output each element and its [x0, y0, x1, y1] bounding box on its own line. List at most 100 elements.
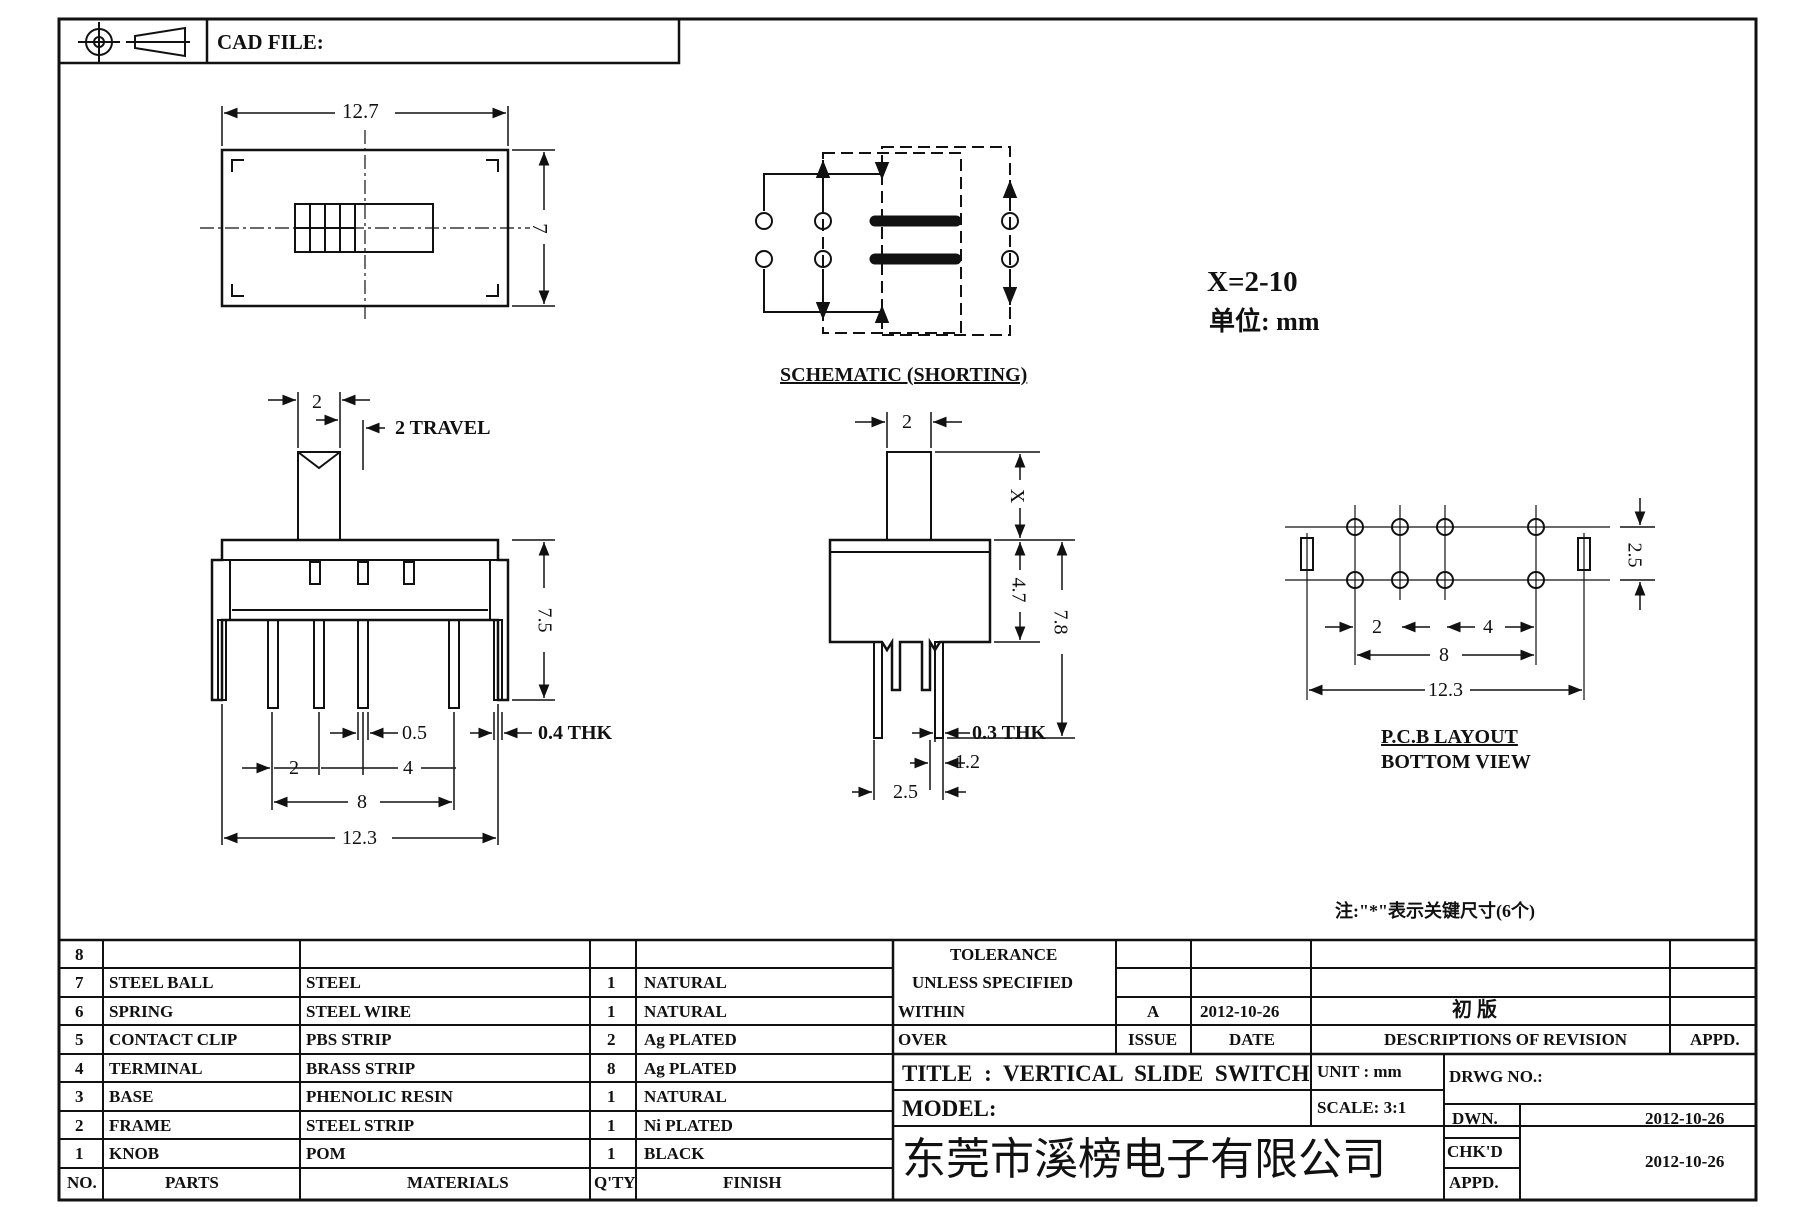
header-box: [57, 17, 681, 65]
dim-side-x: X: [1006, 488, 1029, 504]
table-grid: [59, 938, 1756, 1200]
bom-row-5-material: PBS STRIP: [306, 1030, 392, 1049]
x-range-note: X=2-10: [1207, 266, 1298, 298]
dim-span-12-3: 12.3: [342, 827, 377, 849]
bom-row-7-part: STEEL BALL: [109, 973, 214, 992]
dim-side-2-5: 2.5: [893, 781, 918, 803]
bom-row-2-material: STEEL STRIP: [306, 1116, 415, 1135]
dim-pcb-4: 4: [1483, 616, 1493, 638]
bom-row-3-part: BASE: [109, 1087, 154, 1106]
bom-header-qty: Q'TY: [594, 1173, 636, 1192]
schematic: [755, 146, 1019, 336]
bom-row-1-qty: 1: [607, 1144, 616, 1163]
key-dimension-note: 注:"*"表示关键尺寸(6个): [1335, 901, 1535, 921]
over-label: OVER: [898, 1030, 948, 1049]
bom-row-5-finish: Ag PLATED: [644, 1030, 737, 1049]
bom-row-7-material: STEEL: [306, 973, 361, 992]
bom-row-2-part: FRAME: [109, 1116, 172, 1135]
dim-front-height: 7.5: [533, 607, 556, 633]
bom-row-8-no: 8: [75, 945, 84, 964]
dim-pcb-2: 2: [1372, 616, 1382, 638]
dim-side-1-2: 1.2: [955, 751, 980, 773]
company-name: 东莞市溪榜电子有限公司: [902, 1134, 1386, 1185]
dim-pitch-4: 4: [403, 757, 413, 779]
bom-row-1-no: 1: [75, 1144, 84, 1163]
dim-pcb-8: 8: [1439, 644, 1449, 666]
schematic-title: SCHEMATIC (SHORTING): [780, 364, 1028, 386]
dim-travel-gap: 2: [312, 391, 322, 413]
dim-span-8: 8: [357, 791, 367, 813]
bom-row-1-material: POM: [306, 1144, 346, 1163]
cad-file-label: CAD FILE:: [217, 30, 324, 54]
model-field: MODEL:: [902, 1096, 997, 1121]
revision-letter: A: [1147, 1002, 1160, 1021]
dim-side-7-8: 7.8: [1049, 609, 1072, 635]
bom-row-3-no: 3: [75, 1087, 84, 1106]
bom-header-finish: FINISH: [723, 1173, 782, 1192]
issue-header: ISSUE: [1128, 1030, 1178, 1049]
top-view: [200, 106, 555, 320]
tolerance-label: TOLERANCE: [950, 945, 1058, 964]
descriptions-header: DESCRIPTIONS OF REVISION: [1384, 1030, 1628, 1049]
bom-row-1-finish: BLACK: [644, 1144, 705, 1163]
unless-specified-label: UNLESS SPECIFIED: [912, 973, 1074, 992]
bom-header-no: NO.: [67, 1173, 97, 1192]
revision-date: 2012-10-26: [1200, 1002, 1280, 1021]
revision-description: 初 版: [1452, 999, 1497, 1021]
bom-row-6-qty: 1: [607, 1002, 616, 1021]
bom-row-4-part: TERMINAL: [109, 1059, 203, 1078]
bom-row-4-material: BRASS STRIP: [306, 1059, 416, 1078]
bom-row-1-part: KNOB: [109, 1144, 160, 1163]
chkd-date: 2012-10-26: [1645, 1152, 1725, 1171]
dim-side-gap: 2: [902, 411, 912, 433]
unit-note: 单位: mm: [1209, 307, 1320, 336]
dim-pin-width: 0.5: [402, 722, 427, 744]
dim-travel: 2 TRAVEL: [395, 417, 491, 439]
bom-row-3-finish: NATURAL: [644, 1087, 727, 1106]
dim-front-thk: 0.4 THK: [538, 722, 613, 744]
dim-pitch-2: 2: [289, 757, 299, 779]
bom-row-5-qty: 2: [607, 1030, 616, 1049]
bom-row-2-qty: 1: [607, 1116, 616, 1135]
bom-row-7-finish: NATURAL: [644, 973, 727, 992]
bom-header-materials: MATERIALS: [407, 1173, 509, 1192]
pcb-layout: [1285, 498, 1655, 700]
dwn-date: 2012-10-26: [1645, 1109, 1725, 1128]
third-angle-projection-icon: [78, 22, 190, 62]
bom-header-parts: PARTS: [165, 1173, 219, 1192]
bom-row-7-qty: 1: [607, 973, 616, 992]
drawing-title: TITLE : VERTICAL SLIDE SWITCH: [902, 1061, 1310, 1086]
bom-row-6-material: STEEL WIRE: [306, 1002, 412, 1021]
appd-header: APPD.: [1690, 1030, 1740, 1049]
date-header: DATE: [1229, 1030, 1275, 1049]
pcb-layout-subtitle: BOTTOM VIEW: [1381, 751, 1531, 773]
bom-row-4-no: 4: [75, 1059, 84, 1078]
dwn-label: DWN.: [1452, 1109, 1498, 1128]
pcb-layout-title: P.C.B LAYOUT: [1381, 726, 1518, 748]
bom-row-4-qty: 8: [607, 1059, 616, 1078]
bom-row-6-part: SPRING: [109, 1002, 174, 1021]
unit-field: UNIT : mm: [1317, 1062, 1402, 1081]
bom-row-7-no: 7: [75, 973, 84, 992]
bom-row-2-finish: Ni PLATED: [644, 1116, 733, 1135]
bom-row-3-qty: 1: [607, 1087, 616, 1106]
bom-row-5-no: 5: [75, 1030, 84, 1049]
within-label: WITHIN: [898, 1002, 966, 1021]
sheet-border: [57, 17, 1758, 1202]
bom-row-5-part: CONTACT CLIP: [109, 1030, 238, 1049]
dim-top-height: 7: [527, 223, 552, 234]
chkd-label: CHK'D: [1447, 1142, 1503, 1161]
scale-field: SCALE: 3:1: [1317, 1098, 1407, 1117]
side-view: [828, 412, 1075, 800]
drwg-no-field: DRWG NO.:: [1449, 1067, 1543, 1086]
dim-side-thk: 0.3 THK: [972, 722, 1047, 744]
dim-top-width: 12.7: [342, 99, 379, 123]
bom-row-6-finish: NATURAL: [644, 1002, 727, 1021]
dim-pcb-2-5: 2.5: [1623, 542, 1646, 568]
bom-row-4-finish: Ag PLATED: [644, 1059, 737, 1078]
appd-label: APPD.: [1449, 1173, 1499, 1192]
bom-row-3-material: PHENOLIC RESIN: [306, 1087, 453, 1106]
front-view: [210, 392, 555, 845]
bom-row-6-no: 6: [75, 1002, 84, 1021]
